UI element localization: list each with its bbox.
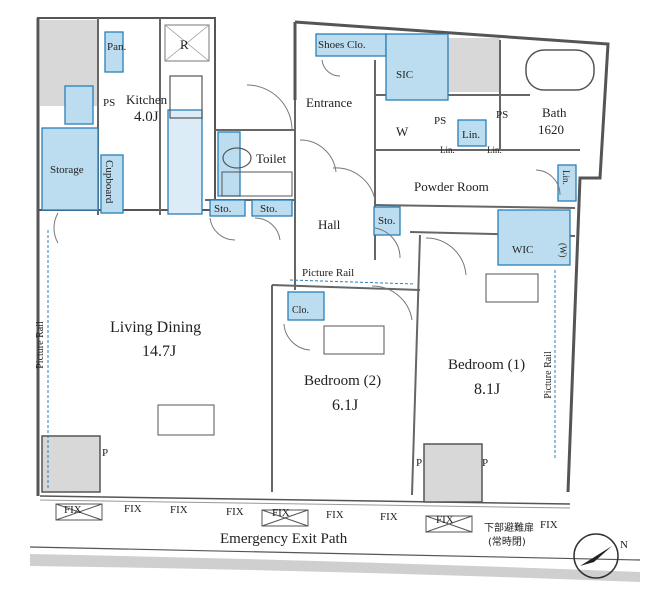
fix-label: FIX bbox=[64, 504, 82, 516]
kitchen-label: Kitchen bbox=[126, 92, 168, 107]
storage-label: Storage bbox=[50, 164, 84, 176]
fridge-x2 bbox=[164, 24, 210, 62]
fix-label: FIX bbox=[326, 509, 344, 521]
balcony-line bbox=[39, 495, 571, 505]
balcony-line-2 bbox=[39, 499, 571, 509]
exit-path-band bbox=[30, 554, 640, 582]
jp-door-line1: 下部避難扉 bbox=[484, 523, 534, 534]
compass bbox=[573, 533, 619, 579]
lin-label-1: Lin. bbox=[462, 129, 481, 141]
toilet-label: Toilet bbox=[256, 151, 287, 166]
grey-block-sw bbox=[41, 435, 101, 493]
cupboard-label: Cupboard bbox=[103, 160, 115, 204]
window-ld bbox=[157, 404, 215, 436]
p-label-1: P bbox=[102, 447, 109, 459]
fix-boxes bbox=[55, 503, 473, 533]
fix-label: FIX bbox=[124, 503, 142, 515]
sto-label-2: Sto. bbox=[260, 203, 278, 215]
picture-rail-label-right: Picture Rail bbox=[542, 351, 554, 399]
fix-label: FIX bbox=[380, 511, 398, 523]
sto-label-3: Sto. bbox=[378, 215, 396, 227]
grey-block-shaft bbox=[448, 38, 500, 92]
bath-label: Bath bbox=[542, 105, 567, 120]
ps-kitchen-label: PS bbox=[103, 97, 116, 109]
p-label-3: P bbox=[482, 457, 489, 469]
bathtub bbox=[525, 49, 595, 91]
wic-label: WIC bbox=[512, 244, 534, 256]
bedroom1-label: Bedroom (1) bbox=[448, 357, 526, 373]
kitchen-size: 4.0J bbox=[134, 109, 159, 125]
window-bed1 bbox=[485, 273, 539, 303]
emergency-exit-label: Emergency Exit Path bbox=[220, 531, 348, 547]
powder-room-label: Powder Room bbox=[414, 179, 489, 194]
living-dining-label: Living Dining bbox=[110, 319, 202, 336]
door-swings bbox=[53, 59, 561, 351]
p-label-2: P bbox=[416, 457, 423, 469]
fix-label: FIX bbox=[226, 506, 244, 518]
picture-rails bbox=[47, 230, 556, 490]
bedroom1-size: 8.1J bbox=[474, 381, 501, 398]
ps-label-1: PS bbox=[434, 115, 447, 127]
vanity bbox=[221, 171, 293, 197]
sto-label-1: Sto. bbox=[214, 203, 232, 215]
window-bed2 bbox=[323, 325, 385, 355]
washer-label: W bbox=[396, 124, 409, 139]
grey-block-se bbox=[423, 443, 483, 503]
pantry-label: Pan. bbox=[107, 41, 127, 53]
bedroom2-size: 6.1J bbox=[332, 397, 359, 414]
lin-label-4: Lin. bbox=[561, 170, 571, 185]
ps-label-2: PS bbox=[496, 109, 509, 121]
closet-label: Clo. bbox=[292, 305, 309, 316]
lin-label-2: Lin. bbox=[440, 145, 455, 155]
wic-w-label: (W) bbox=[558, 243, 568, 258]
shoes-closet-label: Shoes Clo. bbox=[318, 39, 366, 51]
bedroom2-label: Bedroom (2) bbox=[304, 373, 382, 389]
hall-label: Hall bbox=[318, 217, 341, 232]
bath-size: 1620 bbox=[538, 122, 564, 137]
entrance-label: Entrance bbox=[306, 95, 353, 110]
fridge bbox=[164, 24, 210, 62]
stove bbox=[169, 75, 203, 119]
compass-north-label: N bbox=[620, 539, 628, 551]
fix-label: FIX bbox=[272, 507, 290, 519]
living-dining-size: 14.7J bbox=[142, 343, 177, 360]
picture-rail-label-mid: Picture Rail bbox=[302, 267, 355, 279]
fix-label: FIX bbox=[436, 514, 454, 526]
picture-rail-label-left: Picture Rail bbox=[34, 321, 46, 369]
toilet-bowl bbox=[222, 147, 252, 169]
storage-fills bbox=[41, 31, 577, 321]
refrigerator-label: R bbox=[180, 37, 189, 52]
lin-label-3: Lin. bbox=[487, 145, 502, 155]
fix-label: FIX bbox=[540, 519, 558, 531]
exit-path-line bbox=[29, 546, 641, 561]
sic-label: SIC bbox=[396, 69, 414, 81]
jp-door-line2: (常時閉) bbox=[488, 537, 526, 548]
fix-label: FIX bbox=[170, 504, 188, 516]
